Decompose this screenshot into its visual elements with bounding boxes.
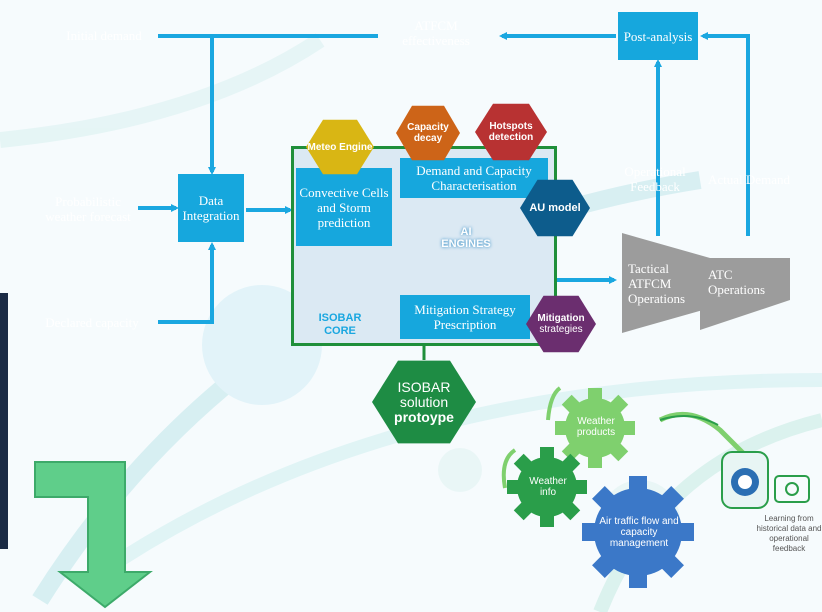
actual-demand-box: Actual Demand bbox=[708, 160, 790, 198]
data-integration-box: Data Integration bbox=[178, 174, 244, 242]
tactical-atfcm-text-wrap: Tactical ATFCM Operations bbox=[628, 258, 700, 308]
operational-feedback-box: Operational Feedback bbox=[614, 160, 696, 198]
initial-demand-box: Initial demand bbox=[52, 14, 156, 56]
au-model-label: AU model bbox=[529, 201, 581, 214]
learning-device-icon bbox=[658, 411, 810, 509]
post-analysis-label: Post-analysis bbox=[623, 28, 693, 44]
mitigation-strategies-line2: strategies bbox=[539, 324, 583, 335]
mitigation-strategies-line1: Mitigation bbox=[537, 313, 585, 324]
convective-cells-label: Convective Cells and Storm prediction bbox=[299, 184, 389, 230]
atfcm-effectiveness-box: ATFCM effectiveness bbox=[380, 8, 492, 58]
hotspots-detection-label: Hotspots detection bbox=[488, 121, 534, 143]
ai-engines-label: AI ENGINES bbox=[441, 226, 491, 250]
atfcm-effectiveness-label: ATFCM effectiveness bbox=[402, 18, 470, 48]
demand-capacity-box: Demand and Capacity Characterisation bbox=[400, 158, 548, 198]
declared-capacity-box: Declared capacity bbox=[40, 302, 144, 342]
side-band bbox=[0, 293, 8, 549]
atc-operations-label: ATC Operations bbox=[708, 267, 766, 297]
operational-feedback-label: Operational Feedback bbox=[624, 164, 686, 194]
isobar-label: ISOBAR bbox=[318, 312, 362, 324]
bent-down-arrow-icon bbox=[34, 461, 153, 609]
mitigation-prescription-label: Mitigation Strategy Prescription bbox=[414, 302, 516, 332]
actual-demand-label: Actual Demand bbox=[708, 171, 790, 187]
post-analysis-box: Post-analysis bbox=[618, 12, 698, 60]
tactical-atfcm-shape bbox=[622, 233, 710, 333]
mitigation-prescription-box: Mitigation Strategy Prescription bbox=[400, 295, 530, 339]
atc-operations-text-wrap: ATC Operations bbox=[708, 266, 788, 298]
tactical-atfcm-label: Tactical ATFCM Operations bbox=[628, 260, 686, 306]
learning-caption: Learning from historical data and operat… bbox=[756, 514, 822, 553]
solution-line2: solution bbox=[399, 393, 449, 410]
air-traffic-gear-icon bbox=[582, 476, 694, 588]
core-label: CORE bbox=[324, 325, 356, 337]
au-model-hex: AU model bbox=[520, 179, 590, 237]
meteo-engine-label: Meteo Engine bbox=[307, 141, 373, 153]
solution-line3: protoype bbox=[394, 408, 454, 425]
declared-capacity-label: Declared capacity bbox=[45, 314, 139, 330]
solution-line1: ISOBAR bbox=[397, 378, 451, 395]
weather-products-label: Weather products bbox=[576, 416, 616, 438]
weather-info-label: Weather info bbox=[529, 476, 567, 498]
probabilistic-forecast-label: Probabilistic weather forecast bbox=[45, 194, 131, 224]
demand-capacity-label: Demand and Capacity Characterisation bbox=[416, 163, 532, 193]
convective-cells-box: Convective Cells and Storm prediction bbox=[296, 168, 392, 246]
probabilistic-forecast-box: Probabilistic weather forecast bbox=[36, 176, 140, 242]
data-integration-label: Data Integration bbox=[182, 193, 240, 223]
air-traffic-label: Air traffic flow and capacity management bbox=[599, 516, 679, 549]
initial-demand-label: Initial demand bbox=[66, 27, 142, 43]
meteo-engine-hex: Meteo Engine bbox=[306, 119, 374, 175]
atc-operations-shape bbox=[700, 258, 790, 330]
capacity-decay-label: Capacity decay bbox=[407, 122, 449, 144]
